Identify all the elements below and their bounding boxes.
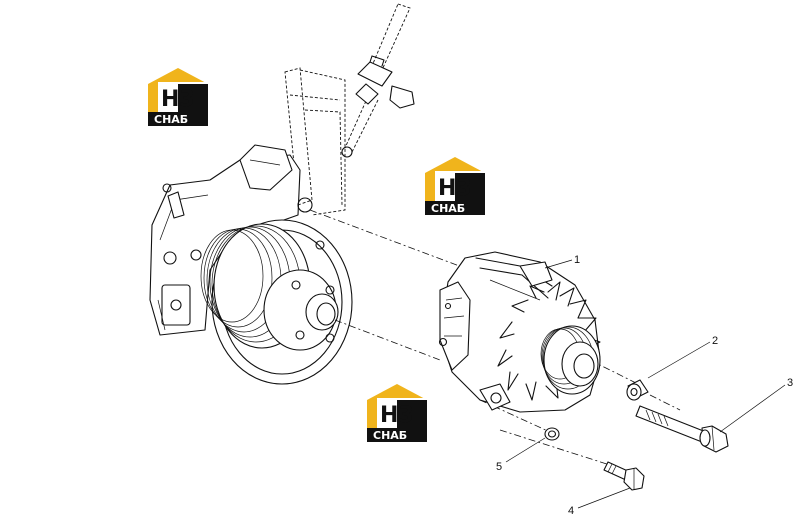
long-bolt <box>635 405 729 453</box>
phantom-mounting-bracket <box>284 3 411 216</box>
callout-3: 3 <box>787 377 793 389</box>
watermark-small-text-2: СНАБ <box>431 202 465 215</box>
callout-1: 1 <box>574 254 580 266</box>
callout-leaders <box>505 259 786 509</box>
watermark-logo-1: H3 СНАБ <box>148 68 208 126</box>
alternator <box>438 251 601 413</box>
watermark-small-text-3: СНАБ <box>373 429 407 442</box>
watermark-big-text-1: H3 <box>161 87 195 112</box>
watermark-logo-3: H3 СНАБ <box>367 384 427 442</box>
watermark-small-text-1: СНАБ <box>154 113 188 126</box>
callout-2: 2 <box>712 335 718 347</box>
spacer-bushing <box>626 379 649 401</box>
water-pump-pulley <box>200 219 353 385</box>
callout-5: 5 <box>496 461 502 473</box>
short-bolt <box>603 461 645 491</box>
watermark-logo-2: H3 СНАБ <box>425 157 485 215</box>
sensor-on-tube <box>341 55 415 158</box>
alignment-lines <box>309 209 681 466</box>
water-pump-housing <box>149 144 313 336</box>
washer <box>544 427 560 441</box>
watermark-big-text-2: H3 <box>438 176 472 201</box>
callout-4: 4 <box>568 505 574 517</box>
watermark-big-text-3: H3 <box>380 403 414 428</box>
